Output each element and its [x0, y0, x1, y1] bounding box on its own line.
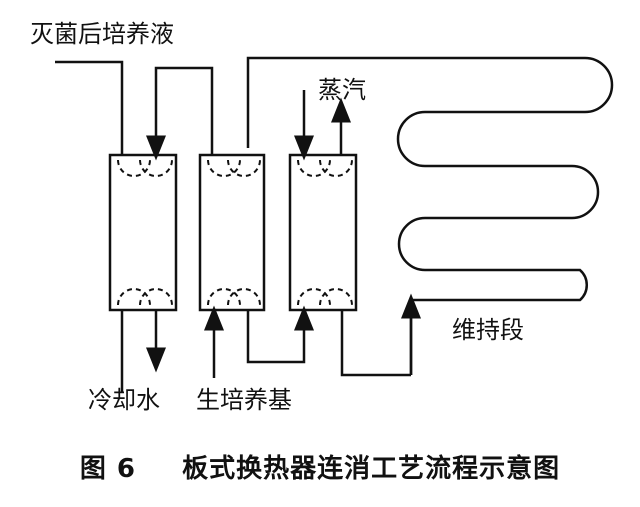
port-circles: [117, 159, 353, 306]
sterilized-medium-label: 灭菌后培养液: [30, 20, 174, 48]
exchanger2-to-exchanger1-line: [146, 66, 214, 161]
figure-title: 板式换热器连消工艺流程示意图: [182, 454, 561, 484]
sterilized-medium-outlet-line: [55, 60, 124, 155]
holding-section-label: 维持段: [452, 316, 524, 344]
holding-section-coil: [246, 56, 614, 375]
cooling-water-label: 冷却水: [88, 386, 160, 414]
raw-medium-label: 生培养基: [196, 386, 292, 414]
exchanger3-to-holding-line: [340, 310, 411, 377]
exchanger2-to-exchanger3-line: [246, 305, 314, 364]
figure-number: 图 6: [79, 454, 136, 484]
exchanger-3: [288, 153, 358, 312]
exchanger-1: [108, 153, 178, 312]
figure-caption: 图 6 板式换热器连消工艺流程示意图: [0, 448, 640, 485]
steam-label: 蒸汽: [318, 76, 366, 104]
exchanger-2: [198, 153, 266, 312]
